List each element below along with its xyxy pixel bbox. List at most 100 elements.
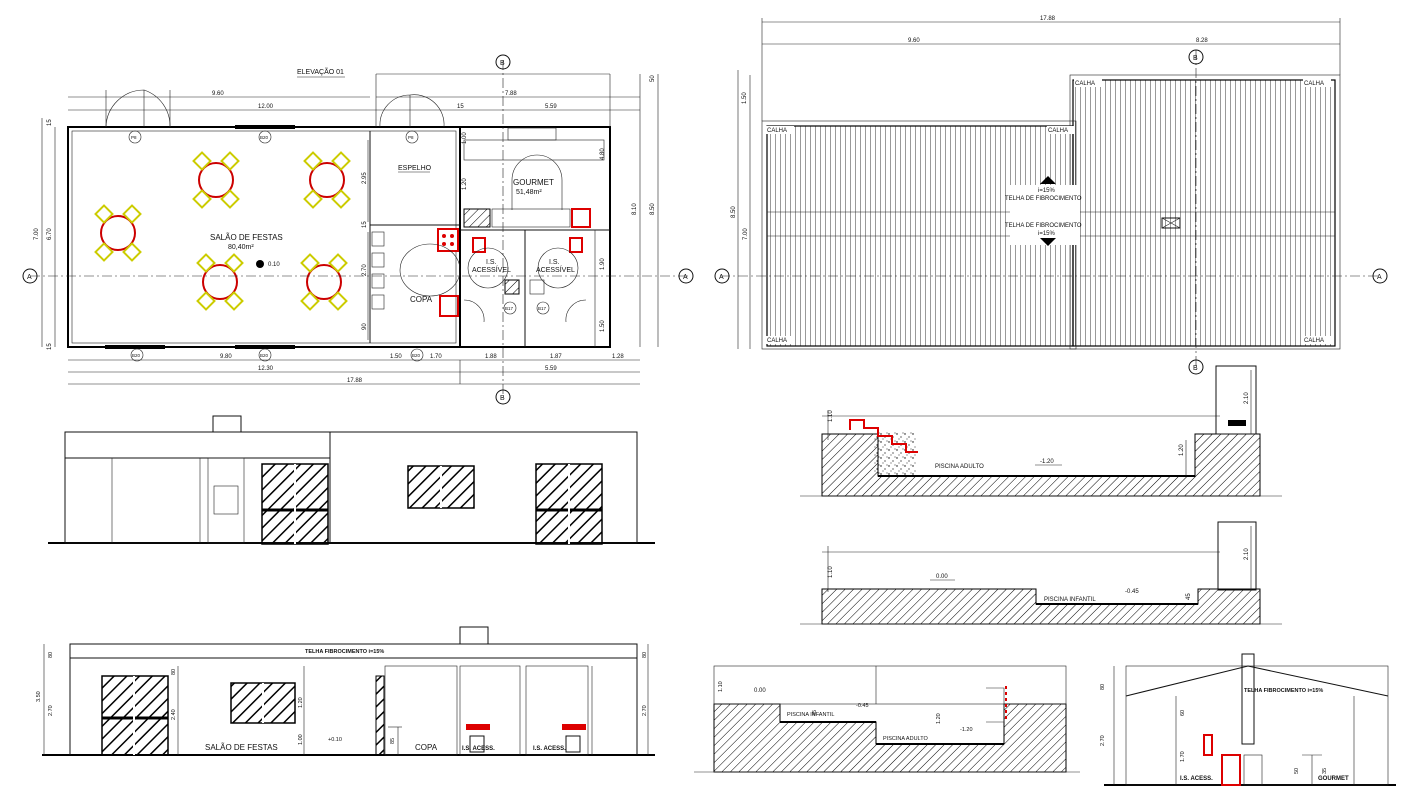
dim: 1.20 <box>936 713 942 724</box>
dim: 15 <box>47 343 53 350</box>
toilet-icon <box>569 237 583 253</box>
pool-child-texts: 0.00 PISCINA INFANTIL -0.45 1.10 45 2.10 <box>828 548 1250 603</box>
calha-label: CALHA <box>1304 81 1324 87</box>
roof-dim: 8.28 <box>1196 38 1208 44</box>
calha-label: CALHA <box>1304 338 1324 344</box>
grill <box>463 208 491 228</box>
chimney <box>459 626 489 645</box>
dim: 1.90 <box>600 258 606 270</box>
chimney <box>212 415 242 433</box>
calha-label: CALHA <box>1075 81 1095 87</box>
door-swing-gourmet <box>409 94 445 128</box>
dim: 1.70 <box>430 354 442 360</box>
gourmet-counter <box>463 139 605 161</box>
sink <box>529 279 545 295</box>
dim: 3.50 <box>36 691 42 702</box>
copa-shelf <box>371 294 385 310</box>
pool-adult-section <box>800 365 1282 497</box>
small-section-texts: TELHA FIBROCIMENTO i=15% I.S. ACESS. GOU… <box>1100 684 1349 782</box>
gourmet-walls <box>459 126 611 348</box>
roof-material: TELHA DE FIBROCIMENTO <box>1005 196 1082 202</box>
floor-plan <box>30 60 690 398</box>
grab-bar <box>562 724 586 730</box>
is2-line1: I.S. <box>549 259 560 266</box>
dim: 8.50 <box>650 203 656 215</box>
dim: 15 <box>362 221 368 228</box>
tag-b20: B20 <box>260 135 269 140</box>
tag-p8: P8 <box>131 135 137 140</box>
dim: 2.95 <box>362 172 368 184</box>
pool-adult-texts: PISCINA ADULTO -1.20 1.10 1.20 2.10 <box>828 392 1250 470</box>
chimney-icon <box>1161 217 1181 229</box>
grab-bar <box>466 724 490 730</box>
dim: 12.00 <box>258 104 274 110</box>
sink-counter <box>491 208 571 228</box>
plan-level: 0.10 <box>268 262 280 268</box>
level: -0.45 <box>856 703 869 709</box>
dim: 9.60 <box>212 91 224 97</box>
salao-label: SALÃO DE FESTAS <box>205 743 278 752</box>
level: 0.00 <box>754 688 766 694</box>
dim: 1.10 <box>828 566 834 578</box>
dim: 1.20 <box>1179 444 1185 456</box>
gourmet-name: GOURMET <box>513 178 554 187</box>
dim: 1.10 <box>828 410 834 422</box>
pools-section-texts: 0.00 PISCINA INFANTIL -0.45 PISCINA ADUL… <box>718 681 973 742</box>
fridge <box>571 208 591 228</box>
dim: 1.50 <box>390 354 402 360</box>
dim: 60 <box>1180 710 1186 716</box>
dim: 5.59 <box>545 366 557 372</box>
long-section <box>42 626 655 756</box>
calha-label: CALHA <box>1048 128 1068 134</box>
dim: 2.10 <box>1244 548 1250 560</box>
gourmet-area: 51,48m² <box>516 189 542 196</box>
level: -1.20 <box>960 727 973 733</box>
roof-dim: 9.60 <box>908 38 920 44</box>
dim: 80 <box>1100 684 1106 690</box>
roof-plan <box>720 18 1380 370</box>
dim: 6.70 <box>47 228 53 240</box>
dim: 1.28 <box>612 354 624 360</box>
level-marker <box>256 260 264 268</box>
espelho-label: ESPELHO <box>398 165 432 172</box>
dim: 80 <box>642 652 648 658</box>
calha-label: CALHA <box>767 338 787 344</box>
dim: 2.70 <box>362 264 368 276</box>
infantil-label: PISCINA INFANTIL <box>787 712 834 718</box>
dim: 15 <box>47 119 53 126</box>
dim: 1.88 <box>485 354 497 360</box>
tag-p8: P8 <box>408 135 414 140</box>
dim: 2.10 <box>1244 392 1250 404</box>
is-label: I.S. ACESS. <box>533 746 566 752</box>
copa-name: COPA <box>410 295 433 304</box>
dim: 2.70 <box>642 705 648 716</box>
gourmet-label: GOURMET <box>1318 776 1349 782</box>
roof-slope: i=15% <box>1038 231 1056 237</box>
axis-b-label: B <box>1193 55 1198 62</box>
copa-shelf <box>371 252 385 268</box>
tag-b20: B20 <box>132 353 141 358</box>
roof-label: TELHA FIBROCIMENTO i=15% <box>305 649 384 655</box>
axis-a-label: A <box>27 274 32 281</box>
dim: 80 <box>48 652 54 658</box>
dim: 50 <box>650 75 656 82</box>
is1-line1: I.S. <box>486 259 497 266</box>
dim: 7.00 <box>34 228 40 240</box>
axis-a-label: A <box>719 274 724 281</box>
dim: 80 <box>171 669 177 675</box>
dim: 2.40 <box>171 709 177 720</box>
roof-texts: 17.88 9.60 8.28 1.50 8.50 7.00 CALHA CAL… <box>714 16 1388 375</box>
axis-markers: A A B B <box>22 54 694 405</box>
elevation-01 <box>48 415 655 545</box>
stove-icon <box>437 228 459 252</box>
dim: 1.20 <box>298 697 304 708</box>
dim: 85 <box>390 738 396 744</box>
pool-steps <box>849 419 918 453</box>
axis-b-label: B <box>500 395 505 402</box>
pool-child-level: -0.45 <box>1125 589 1139 595</box>
dim: 5.59 <box>545 104 557 110</box>
level-label: +0.10 <box>328 737 342 743</box>
elevation-title: ELEVAÇÃO 01 <box>297 67 344 76</box>
pool-adult-label: PISCINA ADULTO <box>935 464 984 470</box>
axis-a-label: A <box>1377 274 1382 281</box>
